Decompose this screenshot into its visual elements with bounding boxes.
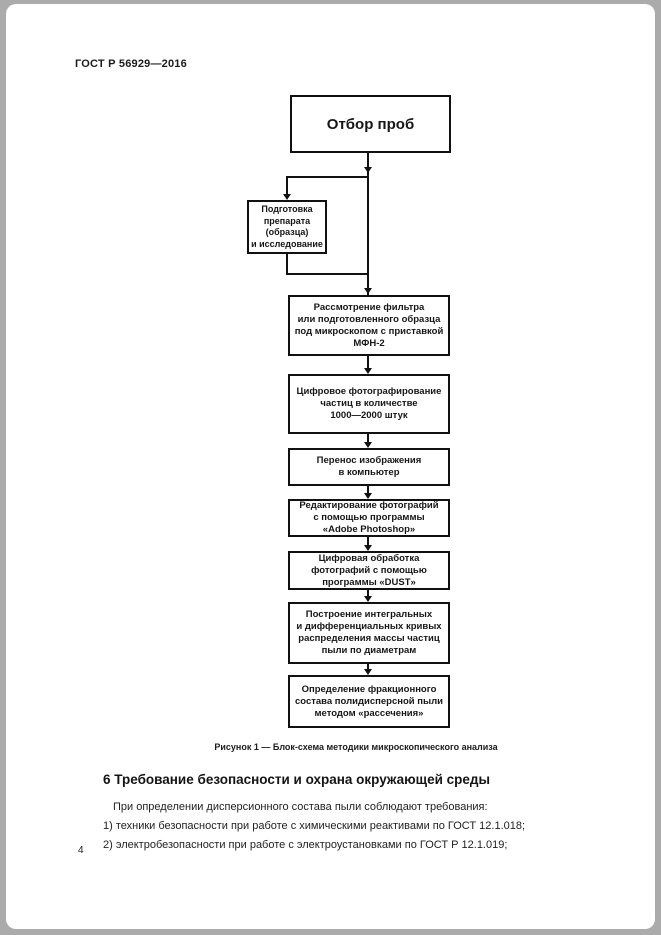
flowchart-node-digital-photography: Цифровое фотографирование частиц в колич…: [288, 374, 450, 434]
flowchart-node-digital-processing: Цифровая обработка фотографий с помощью …: [288, 551, 450, 590]
arrow-down-icon: [364, 545, 372, 551]
section-heading: 6 Требование безопасности и охрана окруж…: [103, 772, 490, 787]
arrow-down-icon: [364, 288, 372, 294]
flow-connector: [287, 273, 369, 275]
document-header: ГОСТ Р 56929—2016: [75, 58, 187, 70]
flow-connector: [367, 434, 369, 445]
arrow-down-icon: [364, 368, 372, 374]
arrow-down-icon: [283, 194, 291, 200]
flow-connector: [367, 664, 369, 672]
arrow-down-icon: [364, 596, 372, 602]
flow-connector: [367, 590, 369, 599]
paragraph: При определении дисперсионного состава п…: [113, 801, 488, 813]
flow-connector: [286, 254, 288, 275]
flowchart-node-sampling: Отбор проб: [290, 95, 451, 153]
flow-connector: [287, 176, 369, 178]
flowchart-node-photo-editing: Редактирование фотографий с помощью прог…: [288, 499, 450, 537]
flow-connector: [367, 486, 369, 496]
flow-connector: [286, 176, 288, 198]
flowchart-node-transfer-to-computer: Перенос изображения в компьютер: [288, 448, 450, 486]
arrow-down-icon: [364, 493, 372, 499]
flow-connector: [367, 537, 369, 548]
figure-caption: Рисунок 1 — Блок-схема методики микроско…: [214, 742, 498, 752]
paragraph: 2) электробезопасности при работе с элек…: [103, 839, 508, 851]
flowchart-node-microscope-review: Рассмотрение фильтра или подготовленного…: [288, 295, 450, 356]
document-page: ГОСТ Р 56929—2016 Отбор проб Подготовка …: [6, 4, 655, 929]
flowchart-node-fraction-determination: Определение фракционного состава полидис…: [288, 675, 450, 728]
page-number: 4: [78, 845, 84, 856]
section-body: При определении дисперсионного состава п…: [103, 800, 583, 857]
flow-connector: [367, 356, 369, 371]
flowchart-node-curve-plotting: Построение интегральных и дифференциальн…: [288, 602, 450, 664]
paragraph: 1) техники безопасности при работе с хим…: [103, 820, 526, 832]
flowchart-node-preparation: Подготовка препарата (образца) и исследо…: [247, 200, 327, 254]
arrow-down-icon: [364, 167, 372, 173]
arrow-down-icon: [364, 442, 372, 448]
flow-connector: [367, 153, 369, 295]
arrow-down-icon: [364, 669, 372, 675]
